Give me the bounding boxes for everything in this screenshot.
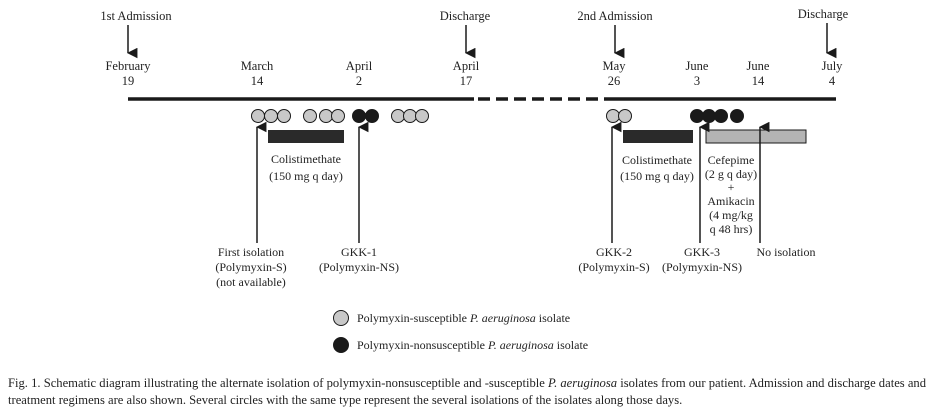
susceptible-isolate-marker <box>319 109 333 123</box>
treatment-line: + <box>728 180 735 194</box>
susceptible-isolate-marker <box>303 109 317 123</box>
isolation-line: GKK-2 <box>596 245 632 259</box>
nonsusceptible-isolate-marker <box>365 109 379 123</box>
date-month: April <box>453 59 480 73</box>
isolation-line: No isolation <box>757 245 816 259</box>
isolation-gkk1: GKK-1 (Polymyxin-NS) <box>319 245 399 274</box>
isolation-line: GKK-3 <box>684 245 720 259</box>
date-mar14: March 14 <box>241 59 274 88</box>
event-discharge-1: Discharge <box>440 9 491 59</box>
date-month: July <box>822 59 844 73</box>
nonsusceptible-isolate-marker <box>702 109 716 123</box>
isolation-line: (not available) <box>216 275 286 289</box>
isolation-line: (Polymyxin-S) <box>578 260 649 274</box>
susceptible-isolate-marker <box>331 109 345 123</box>
treatment-line: Amikacin <box>707 194 754 208</box>
treatment-cefepime-amikacin: Cefepime (2 g q day) + Amikacin (4 mg/kg… <box>705 153 757 236</box>
date-feb19: February 19 <box>105 59 151 88</box>
susceptible-isolate-marker <box>606 109 620 123</box>
nonsusceptible-isolate-marker <box>690 109 704 123</box>
legend-susceptible-swatch <box>333 310 349 326</box>
isolation-line: First isolation <box>218 245 284 259</box>
date-month: February <box>105 59 151 73</box>
nonsusceptible-isolate-marker <box>714 109 728 123</box>
event-label: 1st Admission <box>100 9 172 23</box>
event-second-admission: 2nd Admission <box>577 9 653 59</box>
date-month: April <box>346 59 373 73</box>
isolation-gkk2: GKK-2 (Polymyxin-S) <box>578 245 649 274</box>
susceptible-isolate-marker <box>618 109 632 123</box>
date-day: 19 <box>122 74 135 88</box>
date-apr2: April 2 <box>346 59 373 88</box>
legend-nonsusceptible-swatch <box>333 337 349 353</box>
legend-susceptible-label: Polymyxin-susceptible P. aeruginosa isol… <box>357 311 570 325</box>
date-month: May <box>603 59 627 73</box>
treatment-line: q 48 hrs) <box>710 222 753 236</box>
treatment-line: (2 g q day) <box>705 167 757 181</box>
date-apr17: April 17 <box>453 59 480 88</box>
event-discharge-2: Discharge <box>798 7 849 59</box>
event-first-admission: 1st Admission <box>100 9 172 59</box>
treatment-line: Cefepime <box>708 153 755 167</box>
date-day: 17 <box>460 74 473 88</box>
figure-caption: Fig. 1. Schematic diagram illustrating t… <box>8 376 927 407</box>
treatment-colistimethate-2: Colistimethate (150 mg q day) <box>620 153 694 183</box>
date-month: March <box>241 59 274 73</box>
susceptible-isolate-marker <box>277 109 291 123</box>
treatment-line: Colistimethate <box>271 152 341 166</box>
isolation-line: GKK-1 <box>341 245 377 259</box>
isolation-line: (Polymyxin-NS) <box>319 260 399 274</box>
susceptible-isolate-marker <box>403 109 417 123</box>
treatment-line: (150 mg q day) <box>620 169 694 183</box>
susceptible-isolate-marker <box>391 109 405 123</box>
nonsusceptible-isolate-marker <box>352 109 366 123</box>
date-jun3: June 3 <box>686 59 709 88</box>
colistimethate-bar-1 <box>268 130 344 143</box>
date-month: June <box>747 59 770 73</box>
isolation-line: (Polymyxin-NS) <box>662 260 742 274</box>
date-day: 2 <box>356 74 362 88</box>
treatment-line: Colistimethate <box>622 153 692 167</box>
cefepime-amikacin-bar <box>705 129 807 144</box>
date-day: 14 <box>251 74 264 88</box>
nonsusceptible-isolate-marker <box>730 109 744 123</box>
colistimethate-bar-2 <box>623 130 693 143</box>
legend: Polymyxin-susceptible P. aeruginosa isol… <box>333 310 588 353</box>
susceptible-isolate-marker <box>251 109 265 123</box>
date-may26: May 26 <box>603 59 627 88</box>
treatment-line: (150 mg q day) <box>269 169 343 183</box>
date-day: 4 <box>829 74 836 88</box>
date-jul4: July 4 <box>822 59 844 88</box>
event-label: 2nd Admission <box>577 9 653 23</box>
isolation-none: No isolation <box>757 245 816 259</box>
legend-nonsusceptible-label: Polymyxin-nonsusceptible P. aeruginosa i… <box>357 338 588 352</box>
date-month: June <box>686 59 709 73</box>
isolation-first: First isolation (Polymyxin-S) (not avail… <box>215 245 286 289</box>
event-label: Discharge <box>798 7 849 21</box>
isolation-gkk3: GKK-3 (Polymyxin-NS) <box>662 245 742 274</box>
susceptible-isolate-marker <box>264 109 278 123</box>
event-label: Discharge <box>440 9 491 23</box>
isolation-line: (Polymyxin-S) <box>215 260 286 274</box>
treatment-line: (4 mg/kg <box>709 208 753 222</box>
date-day: 26 <box>608 74 621 88</box>
treatment-colistimethate-1: Colistimethate (150 mg q day) <box>269 152 343 183</box>
date-day: 3 <box>694 74 700 88</box>
date-jun14: June 14 <box>747 59 770 88</box>
date-day: 14 <box>752 74 765 88</box>
susceptible-isolate-marker <box>415 109 429 123</box>
